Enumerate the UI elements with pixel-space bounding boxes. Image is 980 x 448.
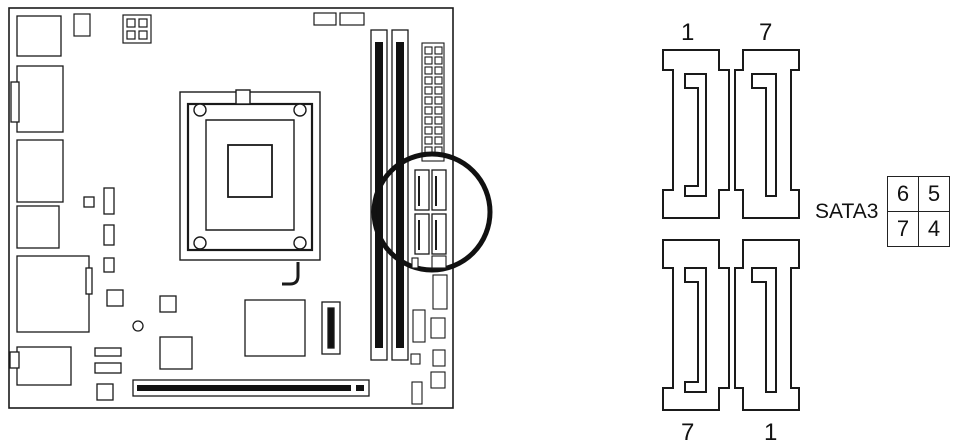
pin-label-top-right: 7 bbox=[759, 19, 772, 46]
top-headers bbox=[73, 12, 365, 44]
table-row: 6 5 bbox=[887, 176, 950, 212]
sata-connector-top-right bbox=[734, 49, 800, 219]
sata-port-table: 6 5 7 4 bbox=[887, 176, 950, 247]
board-sata-connectors bbox=[414, 169, 447, 255]
connector-label: SATA3 bbox=[815, 200, 879, 223]
chipset-components bbox=[83, 187, 341, 401]
cpu-socket bbox=[179, 89, 321, 286]
front-panel-headers bbox=[410, 255, 448, 405]
port-cell: 7 bbox=[887, 211, 919, 247]
rear-io-ports bbox=[9, 15, 93, 386]
sata-connector-bottom-right bbox=[734, 239, 800, 411]
port-cell: 5 bbox=[918, 176, 950, 212]
pin-label-bottom-left: 7 bbox=[681, 419, 694, 446]
sata-connector-bottom-left bbox=[662, 239, 730, 411]
table-row: 7 4 bbox=[887, 211, 950, 247]
highlight-circle bbox=[371, 151, 493, 273]
pcie-slot bbox=[132, 379, 370, 397]
atx-power-connector bbox=[421, 42, 445, 162]
port-cell: 6 bbox=[887, 176, 919, 212]
pin-label-top-left: 1 bbox=[681, 19, 694, 46]
pin-label-bottom-right: 1 bbox=[764, 419, 777, 446]
port-cell: 4 bbox=[918, 211, 950, 247]
sata-connector-top-left bbox=[662, 49, 730, 219]
